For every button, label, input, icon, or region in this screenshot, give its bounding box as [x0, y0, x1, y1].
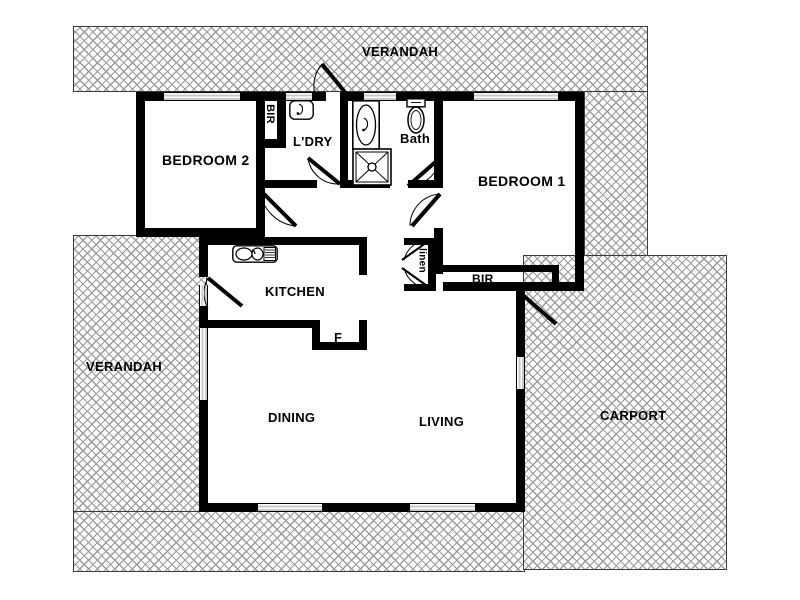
wall-bottom-bedroom2 [136, 228, 265, 237]
wall-left-dining [199, 400, 208, 512]
bedroom-1-label: BEDROOM 1 [478, 173, 566, 189]
wall-left-bedroom1-lower [434, 228, 443, 274]
door-bedroom1 [409, 192, 442, 228]
verandah-left-label: VERANDAH [86, 359, 163, 374]
wall-top-bath-left [344, 92, 364, 101]
wall-left-kitchen-mid [199, 306, 208, 328]
wall-top-bir2 [240, 92, 286, 101]
bir-bedroom2-label: BIR [264, 104, 276, 124]
verandah-top-label: VERANDAH [362, 44, 439, 59]
bir-bedroom1-label: BIR [472, 272, 494, 286]
door-living-external [518, 294, 558, 327]
carport-label: CARPORT [600, 408, 667, 423]
wall-bath-bottom-right [408, 180, 442, 188]
wall-right-bedroom1 [575, 92, 584, 282]
wall-top-bath-right [396, 92, 442, 101]
bath-label: Bath [400, 131, 431, 146]
verandah-bottom-area [73, 511, 525, 572]
kitchen-label: KITCHEN [265, 284, 325, 299]
laundry-trough-icon [289, 100, 314, 120]
laundry-label: L'DRY [293, 134, 333, 149]
window-bedroom2-north [164, 92, 240, 101]
wall-top-bedroom2 [136, 92, 164, 101]
wall-kitchen-right [359, 237, 367, 275]
door-linen-upper [401, 239, 431, 261]
door-kitchen-external [204, 276, 244, 309]
wall-kitchen-top [207, 237, 367, 245]
linen-label: linen [416, 248, 428, 273]
wall-fridge-right [359, 320, 367, 350]
wall-left-bedroom2 [136, 92, 145, 237]
wall-bottom-mid [322, 503, 410, 512]
window-bedroom1-north [474, 92, 558, 101]
wall-linen-right [428, 238, 436, 291]
sink-icon [232, 245, 278, 263]
window-living-south [410, 503, 475, 512]
verandah-left-area [73, 235, 207, 512]
dining-label: DINING [268, 410, 316, 425]
wall-fridge-left [312, 320, 320, 350]
toilet-icon [406, 98, 426, 134]
door-laundry-hall [306, 156, 342, 186]
wall-bir1-right [552, 265, 559, 291]
window-living-east [516, 357, 525, 389]
wall-right-bedroom2-lower [256, 186, 265, 237]
window-bath-north [364, 92, 396, 101]
carport-area [523, 255, 727, 570]
wall-linen-bottom [404, 284, 436, 291]
verandah-top-area [73, 26, 648, 92]
wall-left-bedroom1-upper [434, 92, 443, 188]
wall-kitchen-bench [199, 320, 319, 328]
wall-top-bedroom1-left [442, 92, 474, 101]
fridge-label: F [334, 330, 343, 345]
window-dining-south [258, 503, 322, 512]
verandah-right-strip [584, 92, 648, 256]
bathtub-icon [352, 100, 380, 150]
door-bedroom2 [258, 188, 298, 228]
wall-laundry-right [340, 92, 348, 188]
wall-laundry-bottom [265, 180, 317, 188]
door-linen-lower [401, 267, 431, 289]
wall-bir2-bottom [256, 139, 286, 148]
wall-right-living-lower [516, 389, 525, 512]
shower-icon [352, 148, 392, 186]
window-kitchen-west [199, 285, 208, 306]
wall-bir1-top [443, 265, 559, 272]
wall-fridge-bottom [312, 342, 367, 350]
bedroom-2-label: BEDROOM 2 [162, 152, 250, 168]
window-dining-west [199, 328, 208, 400]
living-label: LIVING [419, 414, 465, 429]
wall-top-bedroom1-right [558, 92, 584, 101]
wall-bottom-left-corner [199, 503, 268, 512]
wall-left-kitchen-upper [199, 237, 208, 277]
door-laundry-external [313, 62, 350, 99]
wall-bir2-right [277, 92, 286, 148]
wall-bottom-right [475, 503, 525, 512]
wall-bottom-bedroom1 [443, 282, 584, 291]
wall-top-laundry-right [312, 92, 326, 101]
wall-right-living-mid [516, 317, 525, 357]
door-bath [406, 156, 442, 188]
